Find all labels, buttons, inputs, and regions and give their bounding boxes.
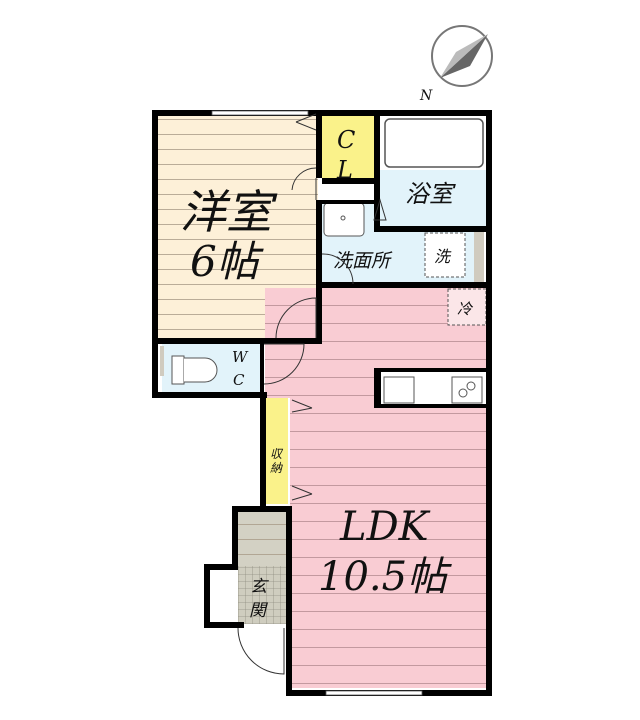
room-size: 6帖 — [190, 237, 264, 286]
washer-space — [424, 232, 466, 278]
room-washroom: 洗面所 洗 — [322, 200, 484, 284]
wc-label: C — [233, 371, 245, 389]
room-bath: 浴室 — [378, 114, 488, 226]
fridge-space — [447, 288, 487, 326]
storage-label: 収 — [270, 447, 284, 461]
ldk-size: 10.5帖 — [318, 554, 452, 600]
compass-icon — [431, 25, 493, 87]
entrance-label: 関 — [249, 601, 268, 621]
windows — [211, 110, 423, 696]
storage-label: 納 — [270, 461, 283, 475]
washer-label: 洗 — [434, 247, 452, 266]
room-entrance: 玄 関 — [238, 510, 288, 624]
kitchen-counter — [374, 368, 488, 408]
room-western: 洋室 6帖 — [156, 114, 318, 340]
fridge-label: 冷 — [457, 300, 474, 318]
north-label: N — [419, 88, 433, 104]
room-storage: 収 納 — [266, 398, 288, 504]
closet-label: C — [337, 126, 355, 154]
bath-label: 浴室 — [405, 180, 456, 208]
closet-label: L — [336, 156, 353, 184]
doors — [237, 113, 387, 675]
room-closet: C L — [322, 116, 374, 184]
bathtub — [384, 118, 484, 168]
room-wc: W C — [160, 344, 260, 394]
room-name: 洋室 — [180, 185, 278, 239]
ldk-label: LDK — [339, 504, 431, 550]
wc-label: W — [232, 348, 249, 366]
entrance-label: 玄 — [250, 577, 269, 597]
room-ldk: 冷 LDK 10.5帖 — [265, 288, 488, 688]
